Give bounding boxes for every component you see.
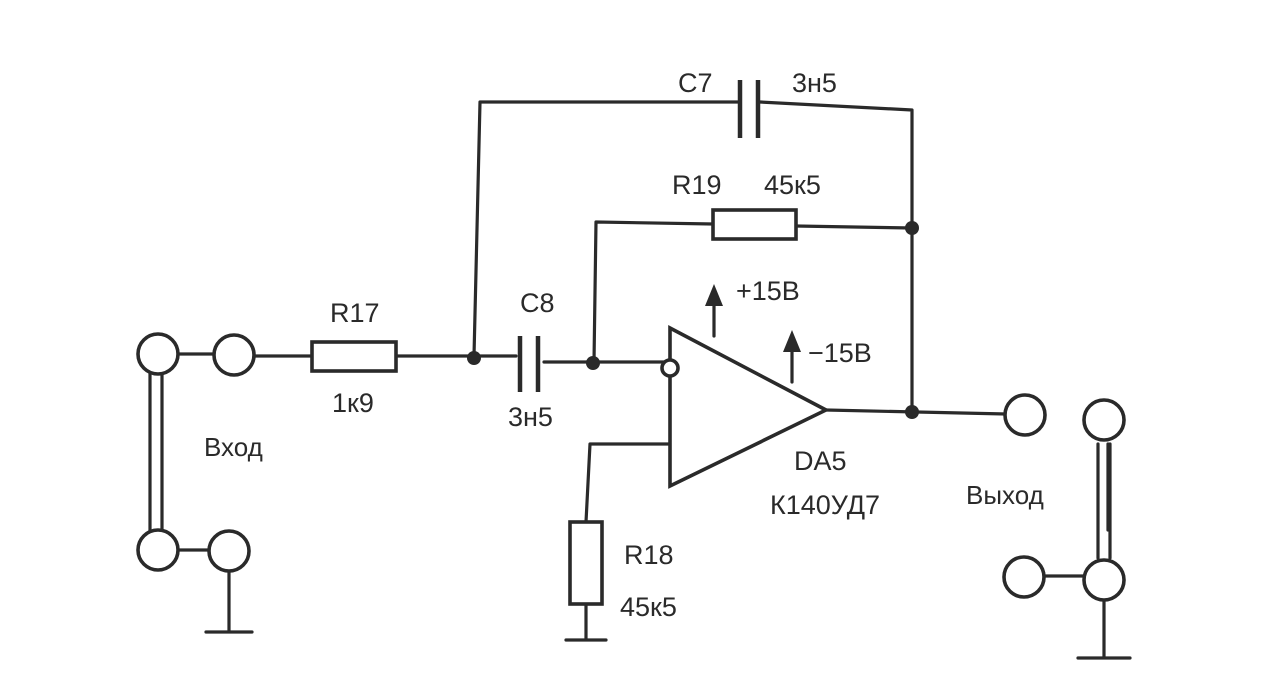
wire-output-connector — [1041, 442, 1132, 660]
input-jack-bottom-inner — [207, 529, 251, 573]
r19-value-label: 45к5 — [764, 170, 821, 200]
junction-feedback — [905, 221, 919, 235]
output-jack-top-inner — [1003, 393, 1047, 437]
wire-feedback-c7 — [472, 100, 914, 414]
labels: C7 3н5 R19 45к5 R17 1к9 C8 3н5 R18 45к5 … — [204, 68, 1044, 622]
r17-value-label: 1к9 — [332, 388, 374, 418]
junction-r17-c8 — [467, 351, 481, 365]
c7-value-label: 3н5 — [792, 68, 837, 98]
input-jack-bottom-outer — [136, 528, 180, 572]
negative-supply-label: −15В — [808, 338, 872, 368]
da5-type-label: К140УД7 — [770, 490, 880, 520]
c8-ref-label: C8 — [520, 288, 555, 318]
output-port-label: Выход — [966, 480, 1044, 510]
r19-resistor — [711, 208, 798, 241]
junction-output — [905, 405, 919, 419]
output-jack-top-outer — [1082, 398, 1126, 442]
r17-ref-label: R17 — [330, 298, 380, 328]
power-neg-arrow — [783, 330, 801, 352]
r18-value-label: 45к5 — [620, 592, 677, 622]
r17-resistor — [310, 340, 398, 373]
c7-ref-label: C7 — [678, 68, 713, 98]
c8-capacitor — [517, 336, 541, 392]
r18-resistor — [568, 520, 604, 606]
input-jack-top-inner — [212, 333, 256, 377]
output-shield-line — [1096, 442, 1112, 560]
input-jack-top-outer — [136, 332, 180, 376]
input-port-label: Вход — [204, 432, 263, 462]
da5-ref-label: DA5 — [794, 446, 847, 476]
output-jack-bottom-inner — [1002, 555, 1046, 599]
wire-input-connector — [178, 352, 254, 634]
c7-capacitor — [737, 80, 761, 138]
junctions — [467, 221, 919, 419]
power-pos-arrow — [705, 284, 723, 306]
component-bodies — [136, 80, 1126, 606]
r18-ref-label: R18 — [624, 540, 674, 570]
c8-value-label: 3н5 — [508, 402, 553, 432]
wires — [148, 100, 1132, 660]
opamp-inverting-input — [660, 358, 680, 378]
da5-opamp — [668, 325, 830, 489]
positive-supply-label: +15В — [736, 276, 800, 306]
arrows — [705, 284, 801, 352]
output-jack-bottom-outer — [1082, 558, 1126, 602]
junction-c8-r19 — [586, 356, 600, 370]
input-shield-line — [148, 370, 164, 534]
wire-r18-ground — [564, 602, 608, 642]
r19-ref-label: R19 — [672, 170, 722, 200]
wire-noninverting — [584, 442, 672, 524]
wire-feedback-r19 — [592, 220, 914, 364]
